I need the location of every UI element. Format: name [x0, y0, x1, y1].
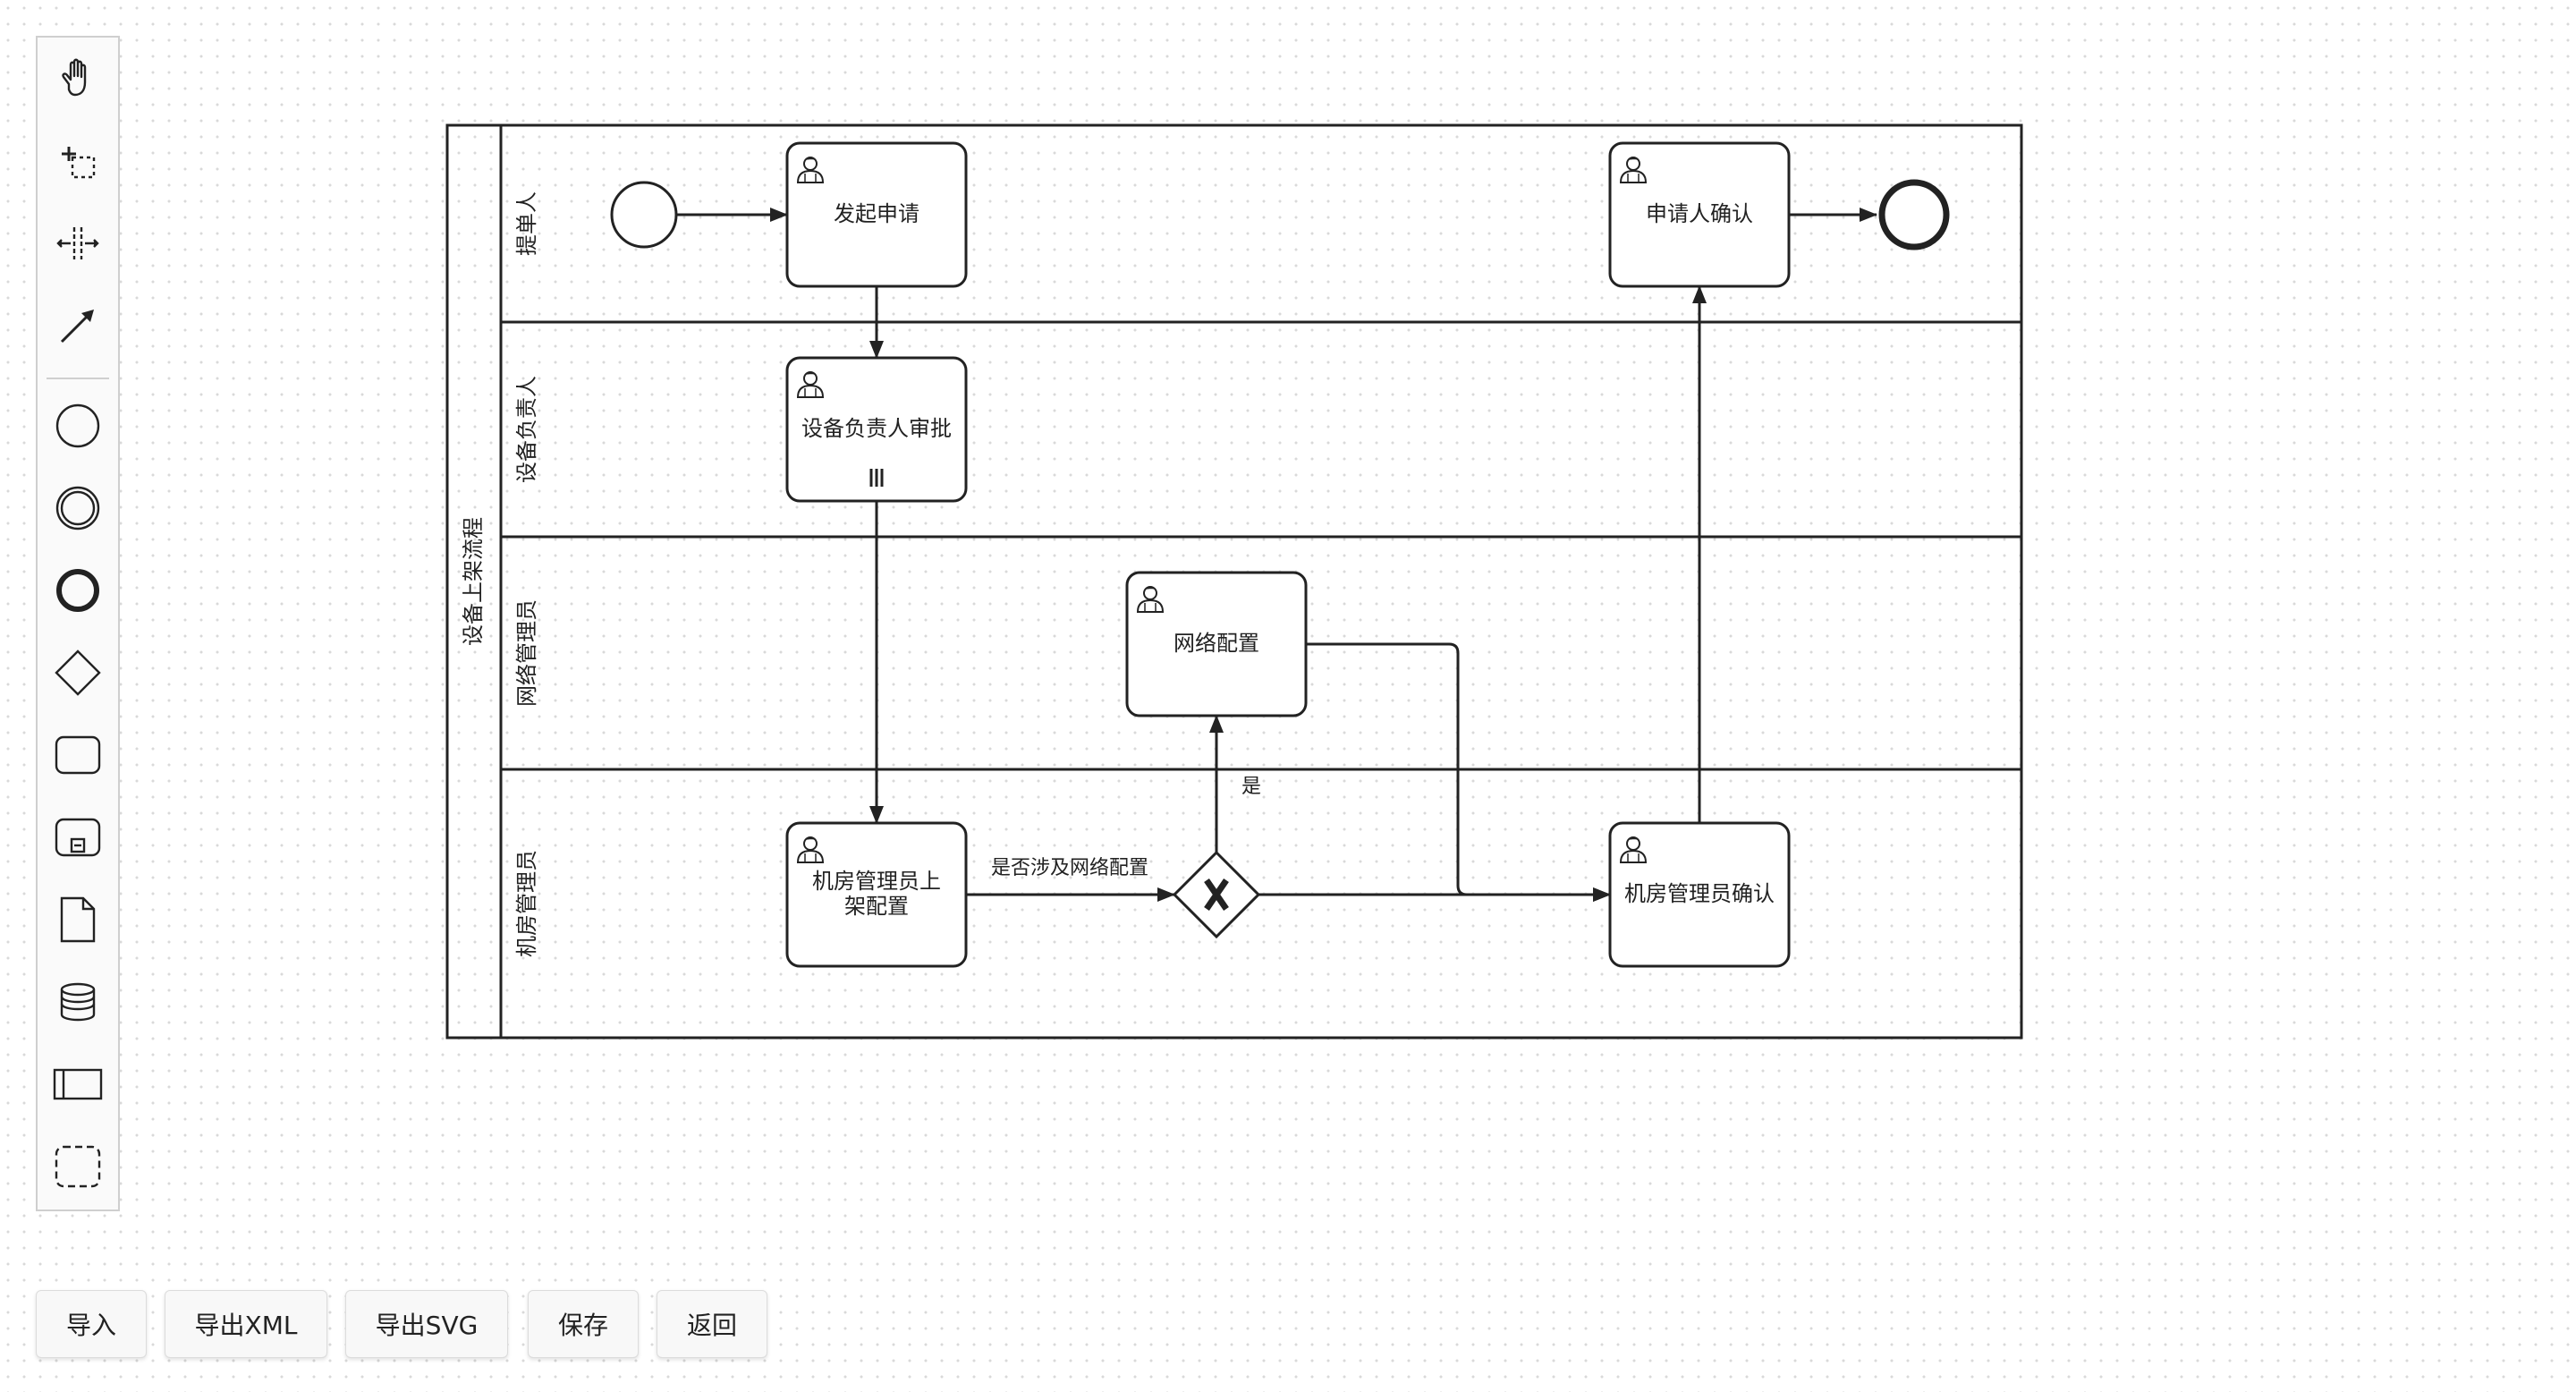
import-button[interactable]: 导入 [36, 1290, 147, 1358]
task-label: 发起申请 [834, 201, 919, 226]
task-room-setup[interactable]: 机房管理员上 架配置 [785, 821, 968, 968]
end-event-icon[interactable] [53, 565, 103, 615]
save-button[interactable]: 保存 [528, 1290, 639, 1358]
task-label-line2: 架配置 [844, 894, 909, 919]
pool[interactable]: 设备上架流程 [445, 123, 2023, 1040]
lane-label: 机房管理员 [514, 850, 539, 957]
subprocess-icon[interactable] [53, 812, 103, 862]
connect-tool-icon[interactable] [53, 301, 103, 351]
export-xml-button[interactable]: 导出XML [165, 1290, 327, 1358]
tool-palette [36, 36, 120, 1211]
intermediate-event-icon[interactable] [53, 483, 103, 533]
task-label: 申请人确认 [1646, 201, 1753, 226]
lane-label: 网络管理员 [514, 599, 539, 707]
flow-network-to-confirm [1306, 642, 1611, 902]
pool-name: 设备上架流程 [461, 517, 486, 646]
lane-equipment-owner[interactable]: 设备负责人 [501, 376, 2021, 539]
task-room-confirm[interactable]: 机房管理员确认 [1608, 821, 1791, 968]
data-store-icon[interactable] [53, 977, 103, 1027]
back-button[interactable]: 返回 [657, 1290, 767, 1358]
lasso-tool-icon[interactable] [53, 136, 103, 186]
parallel-multi-instance-icon [869, 469, 884, 487]
task-applicant-confirm[interactable]: 申请人确认 [1608, 141, 1791, 288]
start-event-icon[interactable] [53, 401, 103, 451]
lane-network-admin[interactable]: 网络管理员 [501, 599, 2021, 771]
end-event[interactable] [1878, 179, 1950, 250]
exclusive-gateway[interactable] [1172, 850, 1261, 939]
flow-label-involves-network[interactable]: 是否涉及网络配置 [991, 857, 1148, 879]
flow-label-yes[interactable]: 是 [1241, 776, 1261, 798]
gateway-icon[interactable] [53, 648, 103, 698]
lane-room-admin[interactable]: 机房管理员 [514, 850, 539, 957]
participant-icon[interactable] [53, 1059, 103, 1109]
start-event[interactable] [610, 181, 678, 249]
task-label: 网络配置 [1174, 631, 1259, 656]
task-approve[interactable]: 设备负责人审批 [785, 356, 968, 503]
group-icon[interactable] [53, 1142, 103, 1192]
palette-separator [47, 378, 109, 379]
task-network-config[interactable]: 网络配置 [1125, 571, 1308, 717]
export-svg-button[interactable]: 导出SVG [345, 1290, 508, 1358]
task-label: 设备负责人审批 [801, 416, 952, 441]
sequence-flows [677, 208, 1877, 902]
data-object-icon[interactable] [53, 895, 103, 945]
task-label: 机房管理员确认 [1624, 881, 1775, 906]
hand-tool-icon[interactable] [53, 54, 103, 104]
task-submit[interactable]: 发起申请 [785, 141, 968, 288]
lane-applicant[interactable]: 提单人 [501, 191, 2021, 324]
lane-label: 提单人 [514, 191, 539, 256]
task-icon[interactable] [53, 730, 103, 780]
task-label-line1: 机房管理员上 [812, 869, 941, 894]
lane-label: 设备负责人 [514, 376, 539, 483]
gateway-x-icon [1204, 878, 1229, 911]
space-tool-icon[interactable] [53, 218, 103, 268]
